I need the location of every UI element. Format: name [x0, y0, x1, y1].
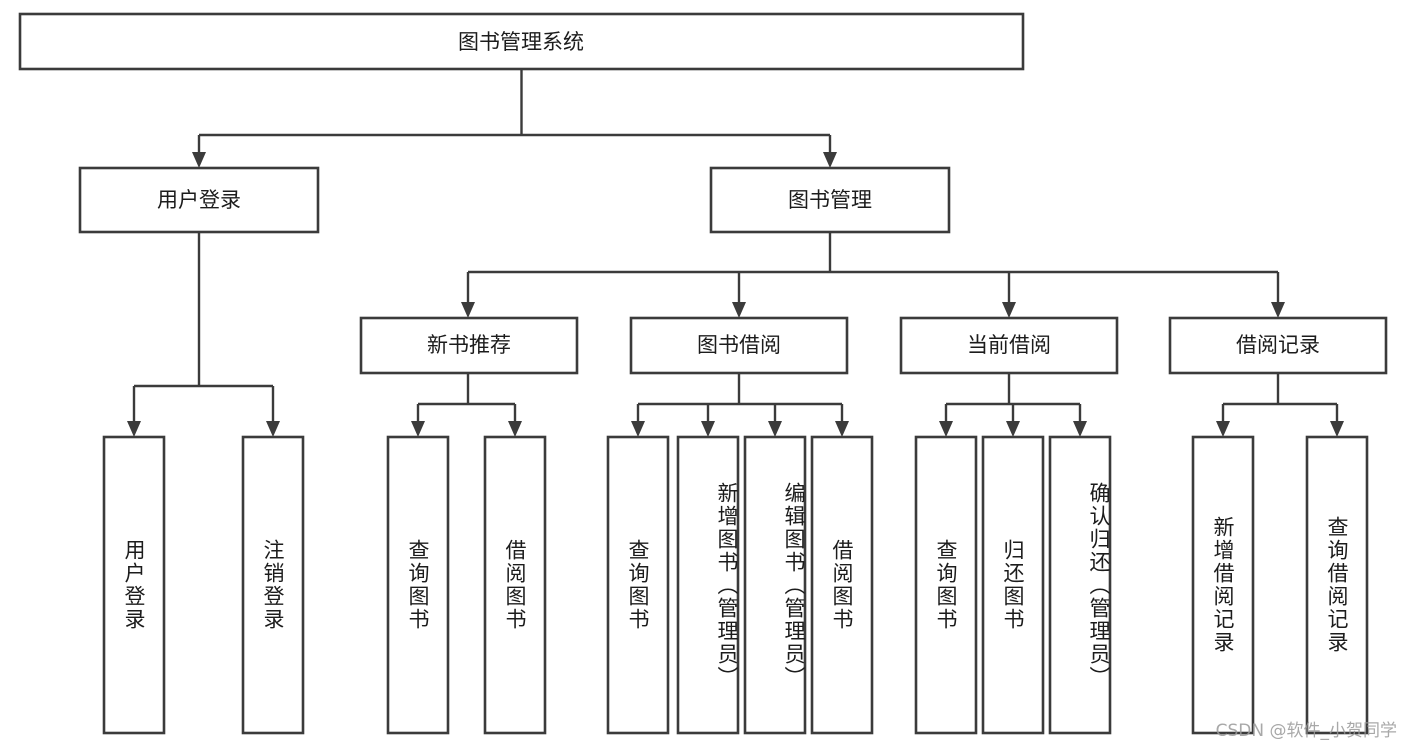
arrow-root-to-book-manage: [823, 152, 837, 168]
arrow-to-leaf-borrow-book-1: [508, 421, 522, 437]
arrow-to-book-borrow: [732, 302, 746, 318]
arrow-to-leaf-add-book: [701, 421, 715, 437]
arrow-to-leaf-return-book: [1006, 421, 1020, 437]
node-book-manage-label: 图书管理: [788, 188, 872, 212]
node-box-group: [18, 12, 1388, 735]
node-book-manage[interactable]: [709, 166, 951, 234]
arrow-to-new-book-rec: [461, 302, 475, 318]
arrow-to-current-borrow: [1002, 302, 1016, 318]
arrow-to-leaf-user-login: [127, 421, 141, 437]
connector-group: [127, 69, 1344, 437]
node-leaf-query-record[interactable]: [1305, 435, 1369, 735]
node-borrow-record[interactable]: [1168, 316, 1388, 375]
arrow-to-leaf-query-book-2: [631, 421, 645, 437]
arrow-to-leaf-query-record: [1330, 421, 1344, 437]
node-leaf-add-record[interactable]: [1191, 435, 1255, 735]
node-current-borrow-label: 当前借阅: [967, 333, 1051, 357]
node-leaf-logout[interactable]: [241, 435, 305, 735]
node-leaf-edit-book[interactable]: [743, 435, 807, 735]
horizontal-label-group: 图书管理系统 用户登录 图书管理 新书推荐 图书借阅 当前借阅 借阅记录: [157, 30, 1320, 357]
node-leaf-add-book[interactable]: [676, 435, 740, 735]
node-leaf-return-book[interactable]: [981, 435, 1045, 735]
node-leaf-query-book-3[interactable]: [914, 435, 978, 735]
node-leaf-user-login[interactable]: [102, 435, 166, 735]
node-leaf-borrow-book-1[interactable]: [483, 435, 547, 735]
node-new-book-rec[interactable]: [359, 316, 579, 375]
arrow-to-leaf-logout: [266, 421, 280, 437]
node-book-borrow-label: 图书借阅: [697, 333, 781, 357]
node-user-login[interactable]: [78, 166, 320, 234]
node-leaf-query-book-2[interactable]: [606, 435, 670, 735]
arrow-to-leaf-add-record: [1216, 421, 1230, 437]
node-leaf-confirm-return[interactable]: [1048, 435, 1112, 735]
arrow-to-leaf-query-book-3: [939, 421, 953, 437]
node-borrow-record-label: 借阅记录: [1236, 333, 1320, 357]
node-book-borrow[interactable]: [629, 316, 849, 375]
csdn-watermark: CSDN @软件_小贺同学: [1215, 721, 1397, 741]
node-root-label: 图书管理系统: [458, 30, 584, 54]
arrow-to-leaf-confirm-return: [1073, 421, 1087, 437]
node-leaf-query-book-1[interactable]: [386, 435, 450, 735]
node-new-book-rec-label: 新书推荐: [427, 333, 511, 357]
node-root[interactable]: [18, 12, 1025, 71]
node-leaf-borrow-book-2[interactable]: [810, 435, 874, 735]
arrow-root-to-user-login: [192, 152, 206, 168]
node-user-login-label: 用户登录: [157, 188, 241, 212]
arrow-to-leaf-edit-book: [768, 421, 782, 437]
arrow-to-leaf-borrow-book-2: [835, 421, 849, 437]
node-current-borrow[interactable]: [899, 316, 1119, 375]
arrow-to-borrow-record: [1271, 302, 1285, 318]
arrow-to-leaf-query-book-1: [411, 421, 425, 437]
